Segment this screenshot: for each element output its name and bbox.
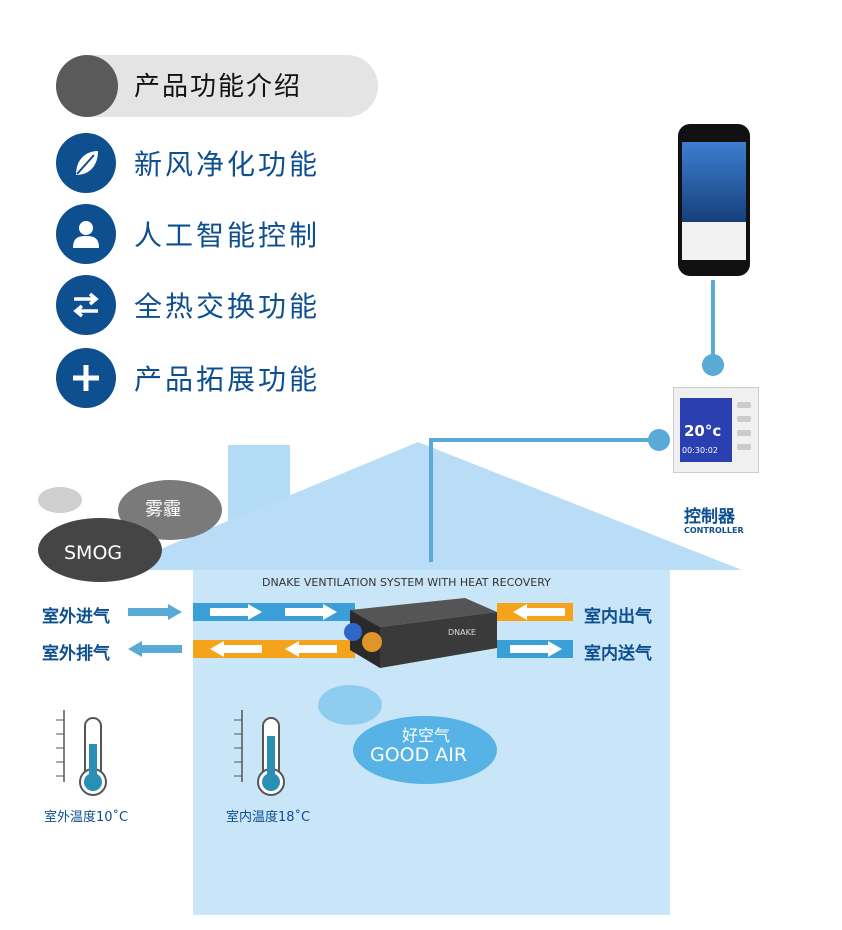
person-icon — [56, 204, 116, 264]
feature-item-ai-control — [56, 204, 116, 264]
feature-label: 人工智能控制 — [134, 219, 321, 252]
controller-button — [737, 402, 751, 408]
feature-label: 产品拓展功能 — [134, 363, 321, 396]
system-title: DNAKE VENTILATION SYSTEM WITH HEAT RECOV… — [262, 576, 551, 589]
controller-label: 控制器 — [684, 507, 735, 527]
smartphone — [678, 124, 750, 276]
phone-screen-top — [682, 142, 746, 222]
leaf-icon — [56, 133, 116, 193]
feature-item-fresh-air — [56, 133, 116, 193]
controller-button — [737, 416, 751, 422]
thermometer-icon-outdoor — [56, 710, 107, 796]
temp-outdoor: 室外温度10˚C — [44, 810, 129, 825]
exchange-arrows-icon — [56, 275, 116, 335]
label-outdoor-out: 室外排气 — [42, 644, 110, 664]
good-air-cn: 好空气 — [402, 726, 451, 745]
feature-item-expansion — [56, 348, 116, 408]
label-outdoor-in: 室外进气 — [42, 607, 110, 627]
feature-label: 全热交换功能 — [134, 290, 321, 323]
page-title: 产品功能介绍 — [134, 72, 303, 102]
controller-time: 00:30:02 — [682, 446, 718, 455]
controller-button — [737, 444, 751, 450]
controller-button — [737, 430, 751, 436]
good-air-clouds — [318, 685, 497, 784]
plus-icon — [56, 348, 116, 408]
smog-label-cn: 雾霾 — [145, 499, 181, 520]
thermometer-icon-indoor — [234, 710, 285, 796]
title-dot — [56, 55, 118, 117]
unit-brand: DNAKE — [448, 628, 476, 637]
temp-indoor: 室内温度18˚C — [226, 810, 311, 825]
phone-screen-bottom — [682, 222, 746, 260]
smog-label-en: SMOG — [64, 542, 123, 564]
controller-device: 20°c 00:30:02 — [673, 387, 759, 473]
controller-sublabel: CONTROLLER — [684, 526, 744, 535]
feature-label: 新风净化功能 — [134, 148, 321, 181]
controller-temp: 20°c — [684, 422, 722, 440]
good-air-en: GOOD AIR — [370, 744, 468, 766]
label-indoor-out: 室内出气 — [584, 607, 652, 627]
controller-screen: 20°c 00:30:02 — [680, 398, 732, 462]
duct-outdoor-in — [193, 603, 355, 621]
label-indoor-supply: 室内送气 — [584, 644, 652, 664]
smog-clouds — [38, 480, 222, 582]
duct-outdoor-out — [193, 640, 355, 658]
feature-item-heat-exchange — [56, 275, 116, 335]
